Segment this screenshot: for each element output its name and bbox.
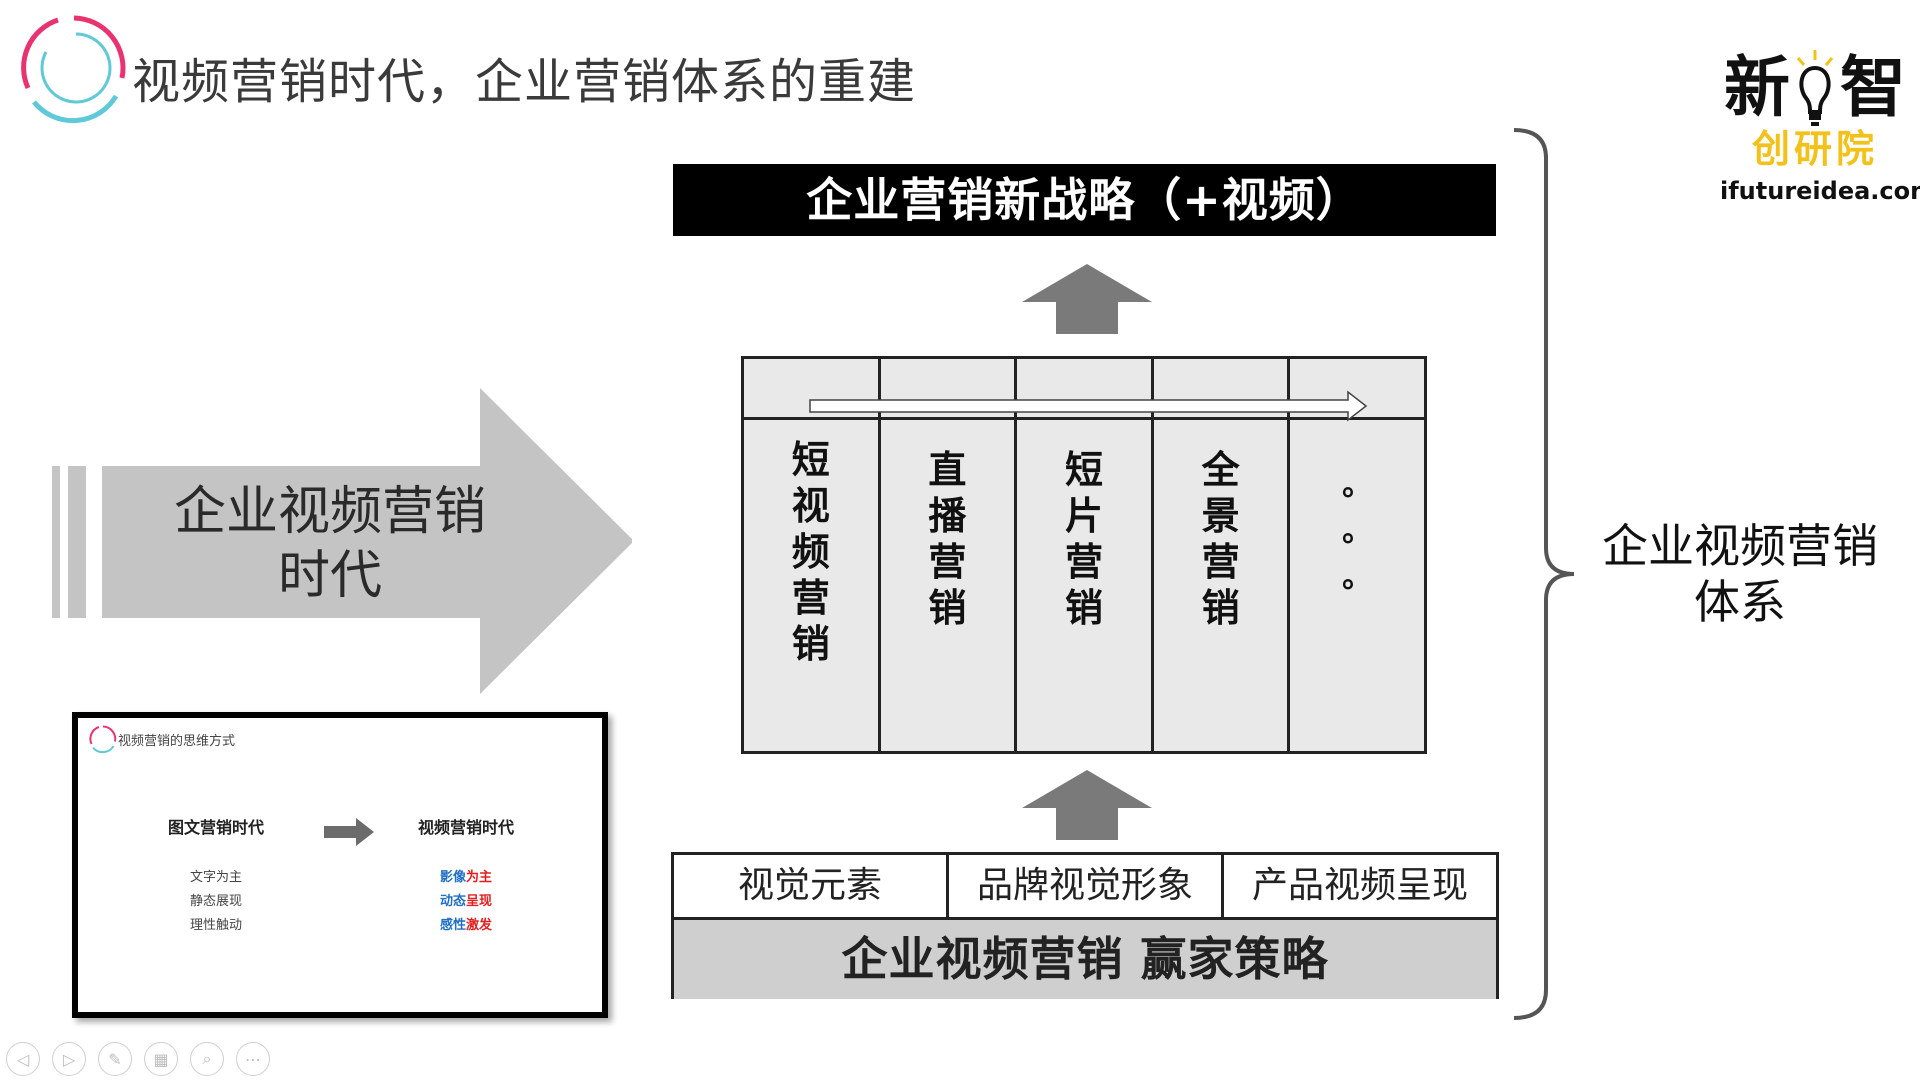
system-label-line: 体系 — [1694, 575, 1786, 629]
channel-header — [880, 359, 1015, 420]
up-arrow-icon — [1022, 770, 1152, 840]
channel-char: 销 — [928, 586, 967, 630]
channel-char: 频 — [791, 530, 830, 574]
foundation-strategy: 企业视频营销 赢家策略 — [674, 920, 1496, 999]
foundation-cell-product-video: 产品视频呈现 — [1251, 865, 1468, 906]
channel-header — [1153, 359, 1288, 420]
up-arrow-icon — [1022, 264, 1152, 334]
slide-title: 视频营销时代，企业营销体系的重建 — [132, 54, 917, 110]
thumbnail-left-list: 文字为主 静态展现 理性触动 — [190, 866, 242, 938]
list-item: 影像为主 — [440, 866, 492, 890]
channel-char: 。 — [1342, 468, 1373, 503]
channel-char: 全 — [1201, 448, 1240, 492]
channel-char: 短 — [791, 438, 830, 482]
era-arrow-label: 企业视频营销 时代 — [100, 480, 560, 608]
channel-live-stream: 直 播 营 销 — [880, 359, 1018, 751]
foundation-box: 视觉元素 品牌视觉形象 产品视频呈现 企业视频营销 赢家策略 — [671, 852, 1499, 999]
thumbnail-logo-ring-icon — [89, 725, 117, 754]
thumbnail-right-arrow-icon — [324, 818, 374, 846]
channel-char: 销 — [1064, 586, 1103, 630]
list-item-emphasis: 动态 — [440, 894, 467, 909]
channel-char: 销 — [791, 622, 830, 666]
era-arrow-icon — [52, 388, 632, 694]
channel-char: 。 — [1342, 514, 1373, 549]
right-brace-icon — [1513, 128, 1575, 1020]
lightbulb-icon — [1796, 50, 1834, 126]
system-label-line: 企业视频营销 — [1602, 519, 1878, 573]
prev-icon[interactable]: ◁ — [6, 1042, 40, 1076]
pen-icon[interactable]: ✎ — [98, 1042, 132, 1076]
thumbnail-right-heading: 视频营销时代 — [418, 818, 515, 837]
channel-header — [1290, 359, 1424, 420]
presentation-toolbar: ◁ ▷ ✎ ▦ ⌕ ⋯ — [6, 1042, 270, 1082]
channel-char: 播 — [928, 494, 967, 538]
list-item-emphasis: 感性 — [440, 918, 467, 933]
channel-char: 营 — [791, 576, 830, 620]
era-label-line: 时代 — [277, 546, 382, 606]
channel-short-film: 短 片 营 销 — [1017, 359, 1154, 751]
list-item: 理性触动 — [190, 918, 243, 933]
channel-char: 景 — [1201, 494, 1240, 538]
logo-ring-icon — [21, 15, 126, 124]
channel-label: 短 视 频 营 销 — [744, 437, 878, 667]
channel-label: 短 片 营 销 — [1017, 447, 1151, 631]
thumbnail-right-list: 影像为主 动态呈现 感性激发 — [440, 866, 492, 938]
marketing-channels-box: 短 视 频 营 销 直 播 营 销 短 片 营 销 全 景 营 销 — [741, 356, 1427, 754]
list-item-emphasis: 呈现 — [466, 894, 493, 909]
channel-char: 营 — [1064, 540, 1103, 584]
channel-char: 销 — [1201, 586, 1240, 630]
thumbnail-left-heading: 图文营销时代 — [168, 818, 265, 837]
strategy-banner: 企业营销新战略（+视频） — [673, 164, 1496, 236]
list-item: 静态展现 — [190, 894, 243, 909]
foundation-cell-visual-elements: 视觉元素 — [674, 855, 949, 917]
brand-url: ifutureidea.com — [1720, 177, 1920, 205]
channel-header — [744, 359, 878, 420]
slides-icon[interactable]: ▦ — [144, 1042, 178, 1076]
channel-char: 片 — [1064, 494, 1103, 538]
channel-char: 短 — [1064, 448, 1103, 492]
channel-char: 直 — [928, 448, 967, 492]
foundation-cell-brand-image: 品牌视觉形象 — [949, 855, 1224, 917]
channel-more: 。 。 。 — [1290, 359, 1424, 751]
era-label-line: 企业视频营销 — [173, 482, 486, 542]
list-item: 文字为主 — [190, 870, 243, 885]
channel-char: 视 — [791, 484, 830, 528]
flow-arrow-icon — [809, 390, 1368, 422]
channel-char: 。 — [1342, 560, 1373, 595]
list-item: 感性激发 — [440, 914, 492, 938]
list-item-emphasis: 为主 — [466, 870, 493, 885]
system-label: 企业视频营销 体系 — [1580, 518, 1900, 630]
channel-label: 。 。 。 — [1290, 463, 1424, 601]
list-item-emphasis: 激发 — [466, 918, 493, 933]
list-item-emphasis: 影像 — [440, 870, 467, 885]
zoom-icon[interactable]: ⌕ — [190, 1042, 224, 1076]
channel-short-video: 短 视 频 营 销 — [744, 359, 881, 751]
brand-logo: 新 智 创研院 ifutureidea.com — [1720, 28, 1920, 208]
channel-char: 营 — [1201, 540, 1240, 584]
next-icon[interactable]: ▷ — [52, 1042, 86, 1076]
slide-thumbnail[interactable]: 视频营销的思维方式 图文营销时代 视频营销时代 文字为主 静态展现 理性触动 影… — [72, 712, 608, 1018]
brand-mark: 新 智 — [1720, 48, 1910, 128]
channel-label: 全 景 营 销 — [1154, 447, 1288, 631]
list-item: 动态呈现 — [440, 890, 492, 914]
thumbnail-title: 视频营销的思维方式 — [118, 734, 236, 749]
foundation-row: 视觉元素 品牌视觉形象 产品视频呈现 — [674, 855, 1496, 920]
channel-char: 营 — [928, 540, 967, 584]
more-icon[interactable]: ⋯ — [236, 1042, 270, 1076]
brand-subtitle: 创研院 — [1751, 127, 1878, 171]
channel-header — [1017, 359, 1151, 420]
channel-label: 直 播 营 销 — [881, 447, 1015, 631]
channel-panorama: 全 景 营 销 — [1153, 359, 1291, 751]
brand-char-2: 智 — [1840, 49, 1906, 126]
brand-char-1: 新 — [1724, 49, 1790, 126]
